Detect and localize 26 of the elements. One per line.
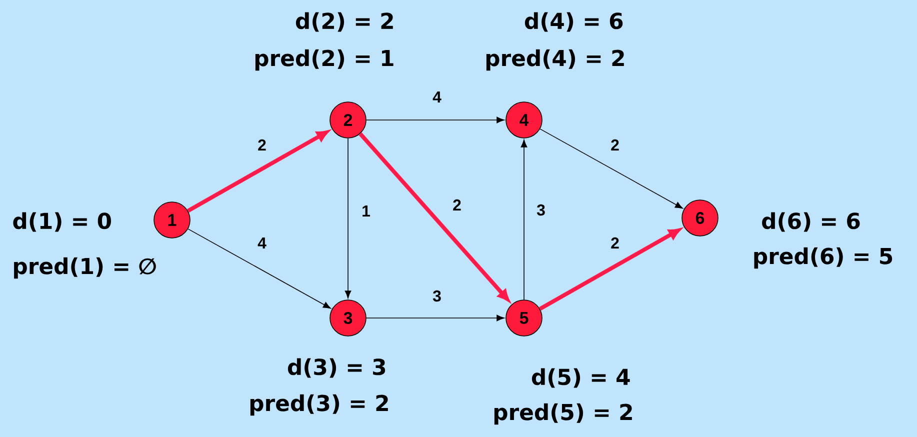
node-annotation: d(4) = 6	[524, 12, 623, 32]
edge-label: 4	[256, 236, 268, 250]
node-annotation: pred(6) = 5	[754, 247, 892, 269]
node-annotation: d(1) = 0	[13, 212, 112, 232]
arrow	[520, 140, 528, 300]
node-annotation: pred(5) = 2	[494, 403, 632, 425]
node-annotation: pred(1) = ∅	[14, 257, 156, 279]
edge-label: 2	[452, 198, 462, 212]
arrow	[188, 228, 331, 309]
arrow	[366, 314, 504, 322]
edge-label: 3	[432, 289, 442, 303]
arrow	[344, 138, 352, 298]
node-annotation: d(6) = 6	[762, 212, 860, 232]
edge-label: 2	[610, 138, 620, 152]
node-annotation: pred(4) = 2	[486, 49, 624, 71]
edge-label: 3	[536, 203, 546, 217]
edge-label: 4	[432, 90, 442, 104]
edge-label: 1	[360, 204, 372, 218]
node-annotation: d(5) = 4	[532, 368, 630, 388]
arrow	[540, 128, 683, 209]
node-annotation: d(2) = 2	[296, 12, 393, 32]
node-annotation: pred(2) = 1	[255, 49, 394, 71]
node-annotation: d(3) = 3	[288, 358, 386, 378]
arrow	[358, 132, 510, 302]
node-annotation: pred(3) = 2	[250, 394, 388, 416]
arrow	[366, 116, 504, 124]
